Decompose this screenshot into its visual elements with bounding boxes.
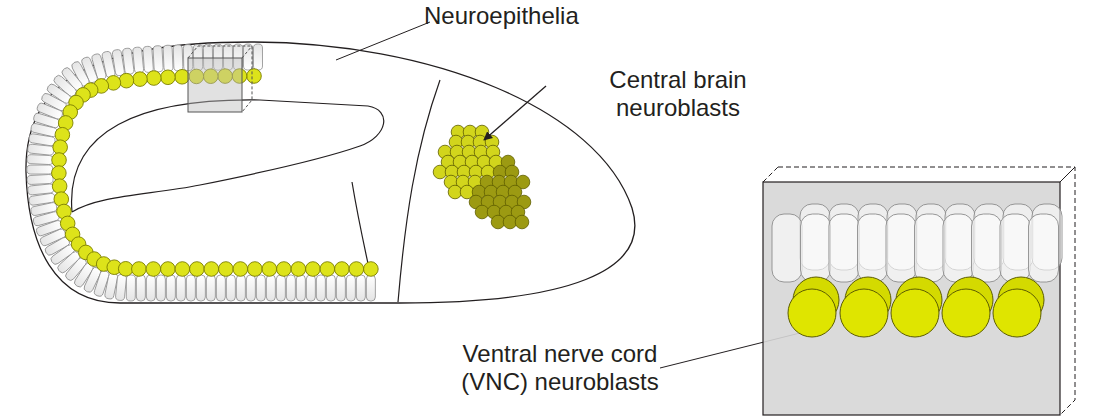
epithelial-cell: [356, 275, 365, 301]
epithelial-cell: [27, 174, 53, 184]
vnc-neuroblast: [147, 71, 162, 86]
germ-band-outline: [72, 100, 384, 212]
vnc-neuroblast: [277, 262, 292, 277]
epithelial-cell: [253, 44, 262, 70]
vnc-neuroblast: [132, 262, 147, 277]
epithelial-cell: [972, 214, 1002, 282]
epithelial-cell: [266, 275, 275, 301]
vnc-neuroblast: [788, 289, 836, 337]
vnc-neuroblast: [119, 73, 134, 88]
epithelial-cell: [829, 214, 859, 282]
brain-neuroblast: [491, 215, 505, 229]
epithelial-cell: [858, 214, 888, 282]
inset-box: [763, 167, 1075, 415]
vnc-neuroblast: [993, 289, 1041, 337]
vnc-neuroblast: [233, 262, 248, 277]
epithelial-cell: [163, 45, 173, 71]
zoom-box: [188, 46, 252, 112]
epithelial-cell: [886, 214, 916, 282]
vnc-neuroblast: [840, 289, 888, 337]
vnc-neuroblast: [53, 140, 68, 155]
vnc-neuroblast: [146, 262, 161, 277]
vnc-neuroblast: [349, 262, 364, 277]
vnc-neuroblast: [247, 69, 262, 84]
brain-neuroblast-cluster: [433, 125, 531, 229]
vnc-neuroblast: [118, 261, 133, 276]
epithelial-cell: [243, 44, 252, 70]
brain-neuroblast: [503, 215, 517, 229]
epithelial-cell: [176, 275, 185, 301]
epithelial-cell: [336, 275, 345, 301]
callout-label: Central brain neuroblasts: [578, 66, 778, 122]
vnc-neuroblast: [320, 262, 335, 277]
epithelial-cell: [27, 165, 53, 174]
brain-neuroblast: [448, 185, 462, 199]
epithelial-cell: [115, 274, 127, 301]
vnc-neuroblast: [133, 72, 148, 87]
epithelial-cell: [27, 144, 54, 156]
epithelial-cell: [156, 275, 165, 301]
epithelial-cell: [166, 275, 175, 301]
vnc-neuroblast: [364, 262, 379, 277]
epithelial-cell: [146, 275, 155, 301]
leader-line: [336, 22, 430, 60]
vnc-neuroblast: [161, 70, 176, 85]
epithelial-cell: [143, 46, 154, 73]
vnc-neuroblast: [219, 262, 234, 277]
epithelial-cell: [27, 154, 53, 164]
callout-label: Neuroepithelia: [424, 2, 624, 30]
epithelial-cell: [346, 275, 355, 301]
epithelial-cell: [1029, 214, 1059, 282]
neuroepithelium-band: [27, 44, 378, 301]
epithelial-cell: [306, 275, 315, 301]
brain-neuroblast: [433, 165, 447, 179]
epithelial-cell: [326, 275, 335, 301]
cephalic-furrow: [398, 80, 440, 302]
epithelial-cell: [186, 275, 195, 301]
epithelial-cell: [173, 45, 183, 71]
brain-neuroblast: [515, 215, 529, 229]
vnc-neuroblast: [335, 262, 350, 277]
vnc-neuroblast: [262, 262, 277, 277]
epithelial-cell: [153, 46, 163, 72]
vnc-neuroblast: [306, 262, 321, 277]
vnc-neuroblast: [52, 153, 67, 168]
epithelial-cell: [276, 275, 285, 301]
vnc-neuroblast: [291, 262, 306, 277]
epithelial-cell: [206, 275, 215, 301]
epithelial-cell: [801, 214, 831, 282]
epithelial-cell: [196, 275, 205, 301]
epithelial-cell: [246, 275, 255, 301]
epithelial-cell: [226, 275, 235, 301]
epithelial-cell: [772, 214, 802, 282]
pointer-arrow: [484, 86, 546, 140]
vnc-neuroblast: [204, 262, 219, 277]
epithelial-cell: [1000, 214, 1030, 282]
vnc-neuroblast: [891, 289, 939, 337]
epithelial-cell: [316, 275, 325, 301]
band-guide: [39, 56, 374, 289]
vnc-neuroblast: [190, 262, 205, 277]
vnc-neuroblast: [175, 262, 190, 277]
vnc-neuroblast: [248, 262, 263, 277]
epithelial-cell: [136, 275, 145, 301]
epithelial-cell: [366, 275, 375, 301]
embryo-outline: [26, 42, 635, 303]
epithelial-cell: [126, 275, 135, 301]
vnc-neuroblast: [161, 262, 176, 277]
vnc-neuroblast: [942, 289, 990, 337]
vnc-neuroblast: [52, 179, 67, 194]
vnc-neuroblast: [175, 69, 190, 84]
epithelial-cell: [236, 275, 245, 301]
callout-label: Ventral nerve cord (VNC) neuroblasts: [440, 340, 680, 396]
epithelial-cell: [286, 275, 295, 301]
epithelial-cell: [296, 275, 305, 301]
vnc-neuroblast: [52, 166, 67, 181]
epithelial-cell: [256, 275, 265, 301]
epithelial-cell: [216, 275, 225, 301]
epithelial-cell: [915, 214, 945, 282]
epithelial-cell: [943, 214, 973, 282]
brain-neuroblast: [475, 205, 489, 219]
